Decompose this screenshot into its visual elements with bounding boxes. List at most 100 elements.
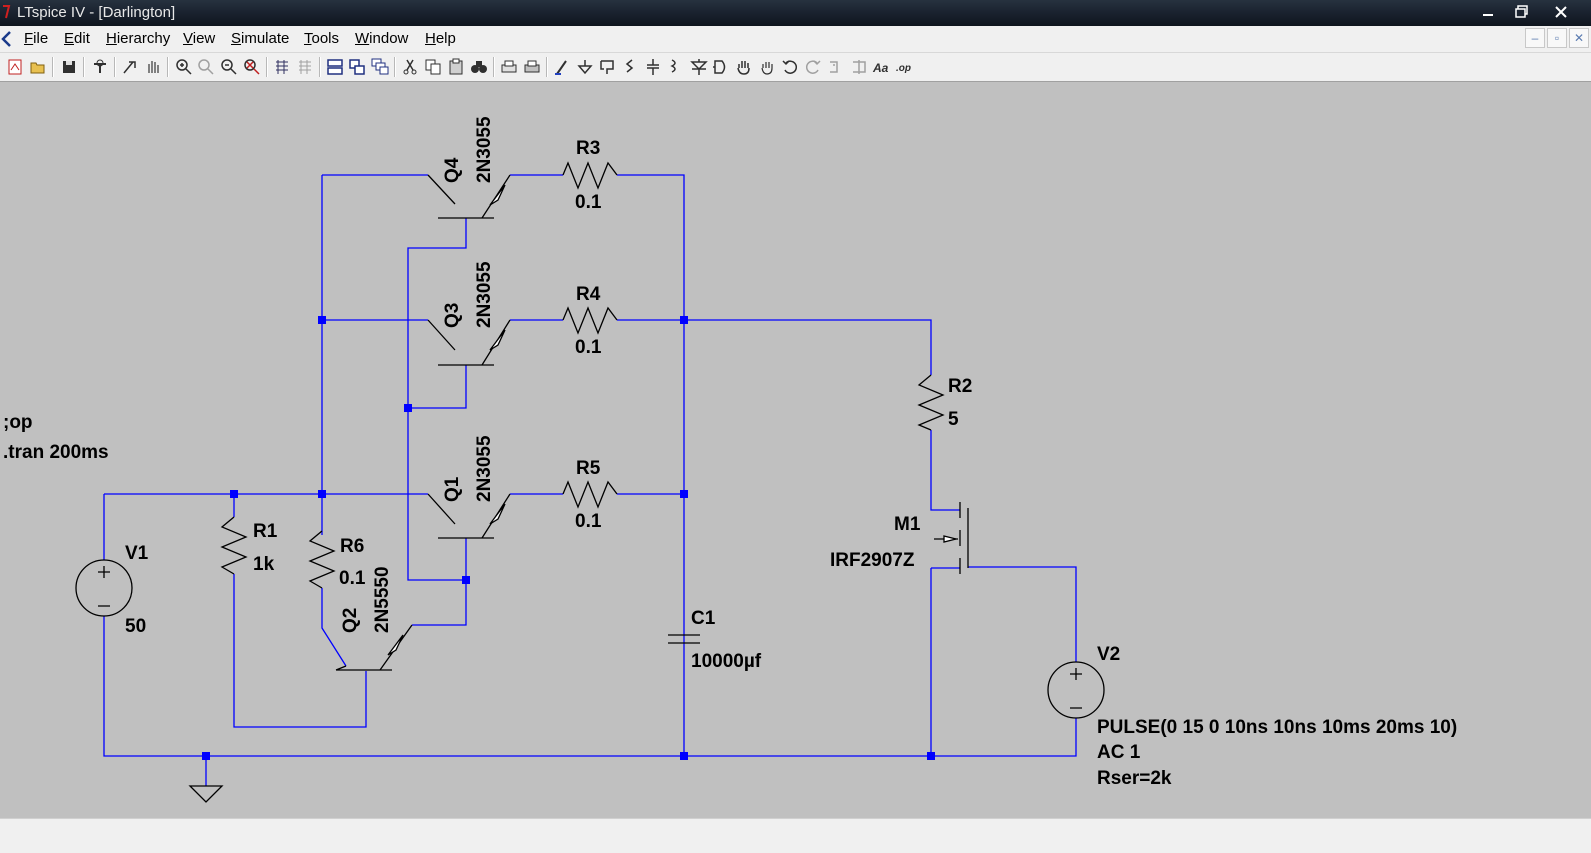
title-bar: LTspice IV - [Darlington] <box>0 0 1591 26</box>
capacitor-c1[interactable] <box>668 634 700 644</box>
zoom-fit-icon[interactable] <box>243 58 261 76</box>
label-q1-model: 2N3055 <box>474 435 495 502</box>
label-r6-name: R6 <box>340 536 364 557</box>
directive-op[interactable]: ;op <box>3 412 33 433</box>
restore-icon <box>1515 5 1528 18</box>
close-button[interactable] <box>1539 0 1583 24</box>
transistor-q2[interactable] <box>335 624 413 671</box>
label-q2-name: Q2 <box>340 608 361 633</box>
tile-vertical-icon[interactable] <box>348 58 366 76</box>
resistor-r6[interactable] <box>308 530 336 589</box>
redo-icon[interactable] <box>804 58 822 76</box>
label-q1-name: Q1 <box>442 476 463 502</box>
voltage-source-v2[interactable] <box>1047 661 1105 719</box>
minimize-icon: – <box>1531 31 1539 45</box>
menu-edit[interactable]: Edit <box>64 30 90 47</box>
label-r5-name: R5 <box>576 458 601 479</box>
menu-view[interactable]: View <box>183 30 216 47</box>
transistor-q3[interactable] <box>427 319 511 366</box>
directive-tran[interactable]: .tran 200ms <box>3 442 109 463</box>
inductor-icon[interactable] <box>666 58 684 76</box>
label-m1-model: IRF2907Z <box>830 550 915 571</box>
wire-icon[interactable] <box>553 58 571 76</box>
zoom-in-icon[interactable] <box>175 58 193 76</box>
undo-icon[interactable] <box>781 58 799 76</box>
menu-hierarchy[interactable]: Hierarchy <box>106 30 171 47</box>
mdi-restore-button[interactable]: ▫ <box>1547 28 1567 48</box>
paste-icon[interactable] <box>447 58 465 76</box>
minimize-button[interactable] <box>1471 0 1505 24</box>
label-q3-model: 2N3055 <box>474 261 495 328</box>
schematic-canvas[interactable]: ;op .tran 200ms Q4 2N3055 Q3 2N3055 Q1 2… <box>0 82 1591 818</box>
close-icon <box>1555 6 1567 18</box>
label-c1-name: C1 <box>691 608 716 629</box>
transistor-q1[interactable] <box>427 493 511 539</box>
minimize-icon <box>1483 14 1493 16</box>
maximize-button[interactable] <box>1505 0 1539 24</box>
label-r4-value: 0.1 <box>575 337 602 358</box>
print-setup-icon[interactable] <box>500 58 518 76</box>
print-icon[interactable] <box>523 58 541 76</box>
find-icon[interactable] <box>470 58 488 76</box>
mosfet-m1[interactable] <box>934 502 969 574</box>
label-q2-model: 2N5550 <box>372 566 393 633</box>
label-r1-name: R1 <box>253 521 278 542</box>
voltage-source-v1[interactable] <box>75 559 133 617</box>
control-panel-icon[interactable] <box>91 58 109 76</box>
save-icon[interactable] <box>60 58 78 76</box>
autorange-icon[interactable] <box>273 58 291 76</box>
menu-window[interactable]: Window <box>355 30 409 47</box>
resistor-r5[interactable] <box>562 480 618 509</box>
tile-horizontal-icon[interactable] <box>326 58 344 76</box>
mdi-close-button[interactable]: ✕ <box>1569 28 1589 48</box>
diode-icon[interactable] <box>690 58 708 76</box>
ltspice-app-icon[interactable] <box>1 4 11 20</box>
resistor-r3[interactable] <box>562 161 618 190</box>
ground-icon[interactable] <box>576 58 594 76</box>
new-schematic-icon[interactable] <box>6 58 24 76</box>
rotate-icon[interactable] <box>827 58 845 76</box>
label-q4-name: Q4 <box>442 157 463 183</box>
menu-tools[interactable]: Tools <box>304 30 340 47</box>
wires[interactable] <box>103 174 1077 786</box>
label-m1-name: M1 <box>894 514 921 535</box>
zoom-out-icon[interactable] <box>220 58 238 76</box>
resistor-r1[interactable] <box>220 516 248 575</box>
label-q3-name: Q3 <box>442 303 463 328</box>
component-icon[interactable] <box>712 58 730 76</box>
resistor-r4[interactable] <box>562 306 618 335</box>
cut-icon[interactable] <box>401 58 419 76</box>
menu-file[interactable]: File <box>24 30 49 47</box>
halt-icon[interactable] <box>144 58 162 76</box>
pan-icon[interactable] <box>197 58 215 76</box>
label-r3-value: 0.1 <box>575 192 602 213</box>
run-icon[interactable] <box>121 58 139 76</box>
menu-simulate[interactable]: Simulate <box>231 30 290 47</box>
grid-icon[interactable] <box>296 58 314 76</box>
menu-help[interactable]: Help <box>425 30 456 47</box>
move-icon[interactable] <box>735 58 753 76</box>
label-net-icon[interactable] <box>598 58 616 76</box>
schematic-drawing[interactable]: ;op .tran 200ms Q4 2N3055 Q3 2N3055 Q1 2… <box>0 82 1591 818</box>
capacitor-icon[interactable] <box>644 58 662 76</box>
label-r2-name: R2 <box>948 376 972 397</box>
toolbar: Aa .op <box>0 53 1591 82</box>
label-v2-line1: PULSE(0 15 0 10ns 10ns 10ms 20ms 10) <box>1097 717 1457 738</box>
label-v1-value: 50 <box>125 616 146 637</box>
document-system-icon[interactable] <box>0 30 14 48</box>
mdi-minimize-button[interactable]: – <box>1525 28 1545 48</box>
drag-icon[interactable] <box>758 58 776 76</box>
open-icon[interactable] <box>29 58 47 76</box>
mirror-icon[interactable] <box>850 58 868 76</box>
label-r2-value: 5 <box>948 409 959 430</box>
resistor-icon[interactable] <box>621 58 639 76</box>
spice-directive-icon[interactable]: .op <box>895 58 913 76</box>
close-icon: ✕ <box>1573 31 1585 45</box>
text-icon[interactable]: Aa <box>872 58 890 76</box>
cascade-icon[interactable] <box>371 58 389 76</box>
resistor-r2[interactable] <box>917 374 945 431</box>
label-r4-name: R4 <box>576 284 601 305</box>
ground-symbol <box>188 785 224 803</box>
transistor-q4[interactable] <box>427 174 511 219</box>
copy-icon[interactable] <box>424 58 442 76</box>
